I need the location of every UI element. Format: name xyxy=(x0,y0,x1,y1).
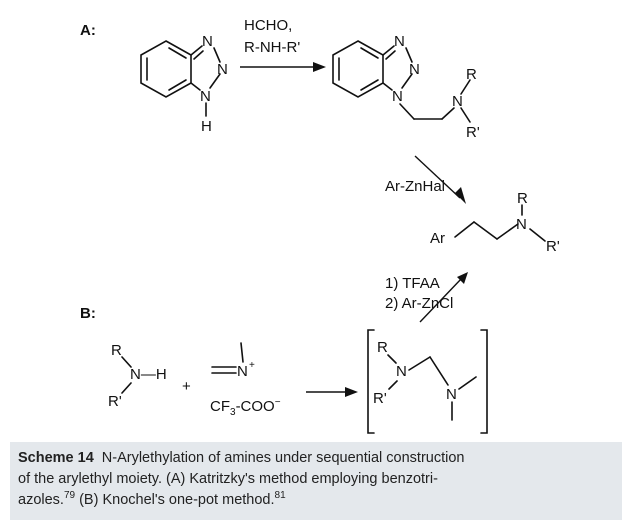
benzotriazole-molecule: N N N H xyxy=(140,33,228,135)
caption-ref-79: 79 xyxy=(63,490,76,502)
atom-n-aminal-1: N xyxy=(396,363,407,380)
section-label-a: A: xyxy=(80,22,96,39)
atom-nh: N—H xyxy=(130,366,167,383)
caption-ref-81: 81 xyxy=(274,490,286,502)
atom-r-product: R xyxy=(517,190,528,207)
atom-n-product: N xyxy=(516,216,527,233)
atom-h: H xyxy=(201,118,212,135)
caption-line-1: N-Arylethylation of amines under sequent… xyxy=(101,450,465,466)
benzene-ring xyxy=(140,40,192,98)
bracket-right xyxy=(480,329,488,434)
atom-r: R xyxy=(466,66,477,83)
aminal-intermediate: R N R' N xyxy=(367,329,488,434)
reagent-amine: R-NH-R' xyxy=(244,39,300,56)
atom-rp-aminal: R' xyxy=(373,390,387,407)
reaction-scheme: A: B: N N N H HCHO, R-NH-R' N N N xyxy=(80,17,560,434)
atom-n1b: N xyxy=(394,33,405,50)
atom-rp-product: R' xyxy=(546,238,560,255)
plus-sign: + xyxy=(182,378,191,395)
atom-n3b: N xyxy=(392,88,403,105)
atom-n-iminium: N xyxy=(237,363,248,380)
atom-r-amine: R xyxy=(111,342,122,359)
scheme-caption: Scheme 14 N-Arylethylation of amines unde… xyxy=(10,442,622,520)
caption-line-3b: (B) Knochel's one-pot method. xyxy=(75,492,275,508)
atom-n1: N xyxy=(202,33,213,50)
atom-rp: R' xyxy=(466,124,480,141)
reagent-hcho: HCHO, xyxy=(244,17,292,34)
secondary-amine-molecule: R N—H R' xyxy=(108,342,167,410)
arylethylamine-product: Ar N R R' xyxy=(430,190,560,255)
reagent-tfaa: 1) TFAA xyxy=(385,275,440,292)
aminomethyl-benzotriazole-molecule: N N N N R R' xyxy=(332,33,480,141)
reagent-arznhal: Ar-ZnHal xyxy=(385,178,445,195)
bracket-left xyxy=(367,329,375,434)
reaction-arrow-b1 xyxy=(306,387,358,397)
atom-n-aminal-2: N xyxy=(446,386,457,403)
atom-r-aminal: R xyxy=(377,339,388,356)
charge-plus: + xyxy=(249,360,255,371)
benzene-ring-2 xyxy=(332,40,384,98)
reaction-arrow-a1 xyxy=(240,62,326,72)
iminium-salt: N + CF3-COO− xyxy=(210,342,281,418)
caption-label: Scheme 14 xyxy=(18,450,94,466)
counterion: CF3-COO− xyxy=(210,397,281,418)
atom-n2b: N xyxy=(409,61,420,78)
section-label-b: B: xyxy=(80,305,96,322)
atom-n-amine: N xyxy=(452,93,463,110)
reaction-arrow-b2 xyxy=(419,272,468,323)
reaction-arrow-a2 xyxy=(414,155,466,204)
atom-n3: N xyxy=(200,88,211,105)
caption-line-2: of the arylethyl moiety. (A) Katritzky's… xyxy=(18,471,438,487)
atom-rp-amine: R' xyxy=(108,393,122,410)
caption-line-3a: azoles. xyxy=(18,492,64,508)
atom-n2: N xyxy=(217,61,228,78)
reagent-arzncl: 2) Ar-ZnCl xyxy=(385,295,453,312)
atom-ar: Ar xyxy=(430,230,445,247)
